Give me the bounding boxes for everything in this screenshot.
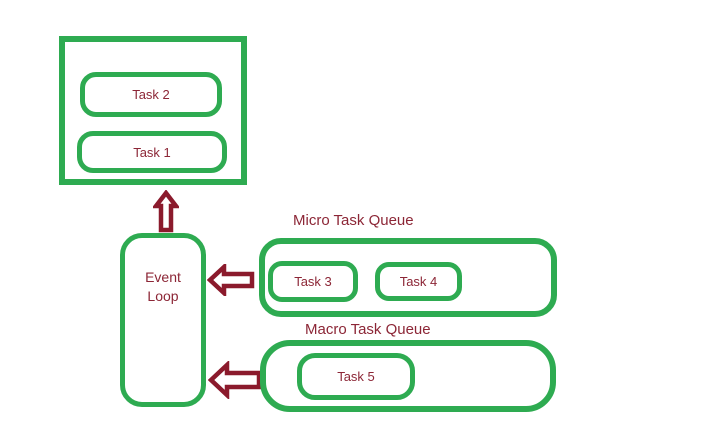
- event-loop-box: Event Loop: [120, 233, 206, 407]
- left-arrow-icon: [207, 264, 255, 296]
- task-label: Task 2: [132, 87, 170, 102]
- event-loop-label-line1: Event: [145, 269, 181, 285]
- task-label: Task 4: [399, 274, 438, 289]
- task-box-task2: Task 2: [80, 72, 222, 117]
- task-box-task3: Task 3: [268, 261, 358, 302]
- micro-task-queue-box: Task 3 Task 4: [259, 238, 557, 317]
- micro-task-queue-title: Micro Task Queue: [293, 212, 414, 229]
- up-arrow-icon: [153, 190, 179, 233]
- macro-task-queue-box: Task 5: [260, 340, 556, 412]
- task-label: Task 1: [133, 144, 171, 160]
- event-loop-label-line2: Loop: [147, 288, 179, 304]
- task-stack-box: Task 2 Task 1: [59, 36, 247, 185]
- left-arrow-icon: [208, 361, 262, 399]
- task-label: Task 3: [294, 274, 332, 289]
- task-label: Task 5: [337, 369, 375, 384]
- task-box-task5: Task 5: [297, 353, 415, 400]
- task-box-task4: Task 4: [375, 262, 462, 301]
- macro-task-queue-title: Macro Task Queue: [305, 321, 431, 338]
- task-box-task1: Task 1: [77, 131, 227, 173]
